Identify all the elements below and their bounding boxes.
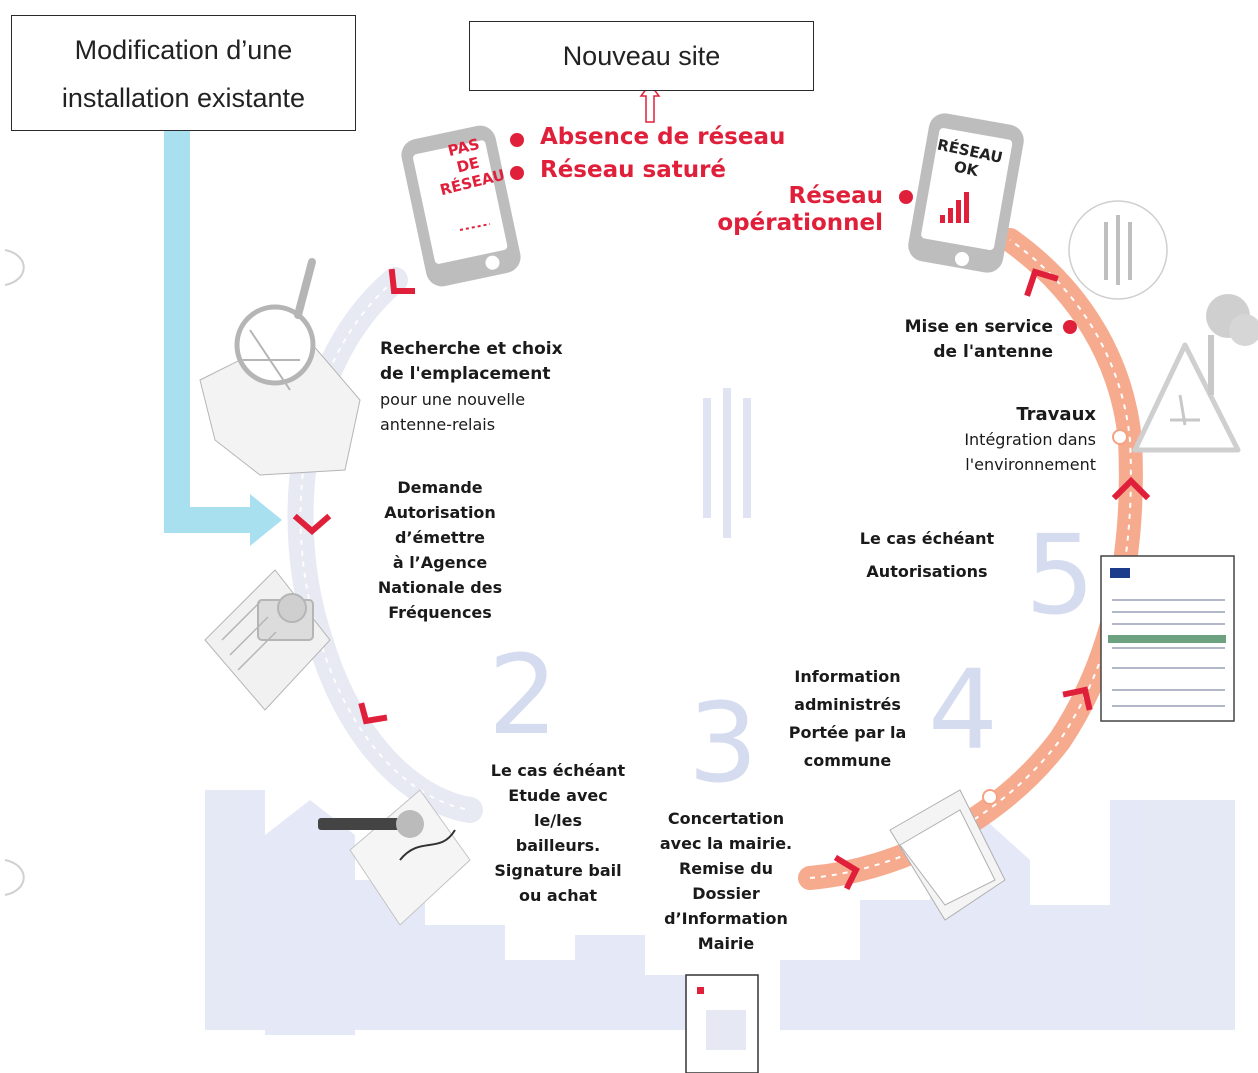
modification-line-2: installation existante bbox=[61, 83, 306, 113]
up-arrow-outline-icon bbox=[639, 82, 661, 123]
step-number-3: 3 bbox=[688, 679, 758, 807]
magnifier-map-icon bbox=[199, 258, 361, 476]
roadworks-sign-icon bbox=[1132, 342, 1241, 453]
step-mairie: Concertation avec la mairie. Remise du D… bbox=[659, 809, 793, 953]
nouveau-site-label: Nouveau site bbox=[562, 41, 721, 71]
chevron-up-icon bbox=[1024, 268, 1059, 297]
modification-flow-arrow bbox=[164, 108, 282, 546]
phone-no-network-icon bbox=[401, 125, 521, 287]
tree-icon bbox=[1206, 294, 1258, 395]
step-recherche: Recherche et choix de l'emplacement pour… bbox=[380, 339, 563, 434]
step-autorisations: Le cas échéant Autorisations bbox=[859, 529, 995, 581]
modification-line-1: Modification d’une bbox=[74, 35, 293, 65]
reseau-sature-label: Réseau saturé bbox=[540, 157, 727, 183]
step-number-2: 2 bbox=[488, 631, 558, 759]
mairie-dossier-icon bbox=[685, 974, 759, 1073]
chevron-down-icon bbox=[292, 513, 332, 535]
arc-white-dots bbox=[982, 429, 1128, 805]
step-information: Information administrés Portée par la co… bbox=[788, 667, 907, 770]
center-antenna-watermark-icon bbox=[703, 388, 751, 538]
keys-signature-icon bbox=[318, 789, 471, 926]
red-dots bbox=[510, 133, 1077, 334]
binder-marks bbox=[4, 249, 25, 896]
chevron-up-icon bbox=[1111, 476, 1151, 501]
chevron-down-icon bbox=[358, 702, 388, 725]
anfr-stamp-icon bbox=[204, 569, 331, 711]
step-number-5: 5 bbox=[1025, 511, 1095, 639]
step-bailleurs: Le cas échéant Etude avec le/les bailleu… bbox=[490, 761, 626, 905]
antenna-circle-icon bbox=[1068, 200, 1168, 300]
chevron-down-left-icon bbox=[388, 268, 415, 294]
administrative-form-icon bbox=[1100, 555, 1235, 722]
reseau-operationnel-label: Réseau opérationnel bbox=[717, 183, 883, 236]
chevron-up-icon bbox=[1062, 686, 1093, 711]
step-travaux: Travaux Intégration dans l'environnement bbox=[964, 404, 1096, 474]
book-icon bbox=[889, 789, 1006, 921]
step-mise-en-service: Mise en service de l'antenne bbox=[904, 317, 1053, 362]
step-anf: Demande Autorisation d’émettre à l’Agenc… bbox=[377, 478, 503, 622]
phone-network-ok-icon bbox=[908, 113, 1024, 273]
signal-bars-icon bbox=[940, 192, 969, 223]
chevron-right-icon bbox=[833, 854, 860, 891]
nouveau-site-box: Nouveau site bbox=[469, 21, 814, 91]
step-number-4: 4 bbox=[928, 646, 998, 774]
chevron-icons bbox=[292, 268, 1151, 891]
modification-box: Modification d’une installation existant… bbox=[11, 15, 356, 131]
absence-reseau-label: Absence de réseau bbox=[540, 124, 786, 150]
